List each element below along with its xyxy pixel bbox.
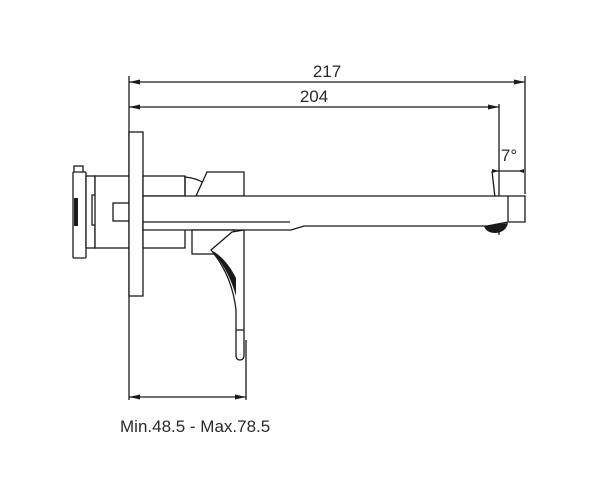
dimension-204: 204 [129,87,499,110]
dimension-label-204: 204 [300,87,328,106]
extension-lines [128,76,526,400]
dimension-label-7deg: 7° [501,146,517,165]
wall-flange [128,131,144,297]
concealed-body [72,165,130,259]
wall-depth-label: Min.48.5 - Max.78.5 [120,417,270,436]
dimension-217: 217 [129,62,525,85]
spout-body [142,171,526,255]
lever-handle [210,229,245,361]
dimension-wall-depth: Min.48.5 - Max.78.5 [120,394,270,436]
dimension-label-217: 217 [313,62,341,81]
